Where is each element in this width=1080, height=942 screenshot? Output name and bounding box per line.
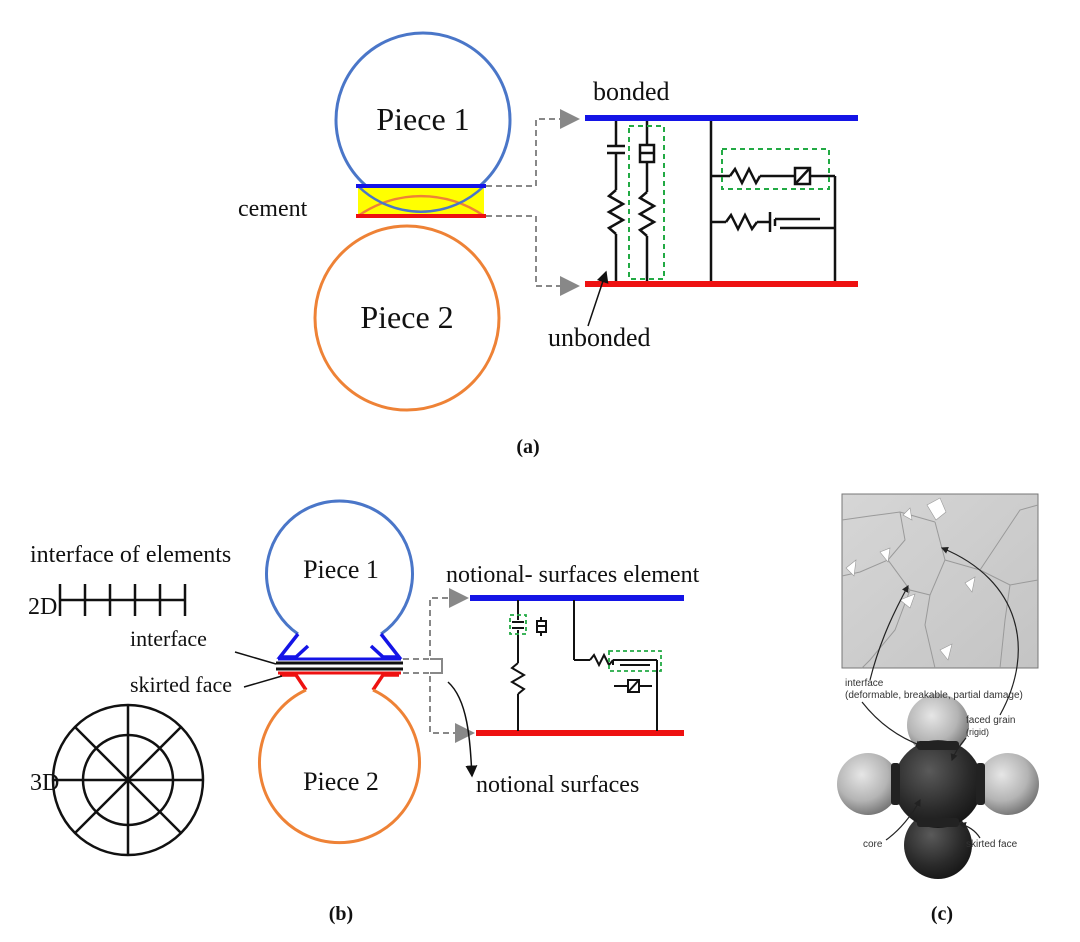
notional-surfaces-pointer <box>447 681 478 778</box>
skirted-face-label-b: skirted face <box>130 672 232 697</box>
unbonded-pointer <box>587 270 609 327</box>
piece1-label-b: Piece 1 <box>303 555 379 584</box>
bonded-label: bonded <box>593 77 670 106</box>
piece1-label-a: Piece 1 <box>376 101 469 137</box>
faced-grain-label: faced grain <box>966 715 1015 726</box>
core-label: core <box>863 839 883 850</box>
dashed-box-b1 <box>509 614 527 635</box>
caption-a: (a) <box>516 436 539 458</box>
interface-of-elements-label: interface of elements <box>30 542 231 568</box>
skirted-face-pointer <box>243 675 283 688</box>
cement-label: cement <box>238 196 308 222</box>
grain-left <box>837 753 899 815</box>
notional-surfaces-element-label: notional- surfaces element <box>446 562 700 588</box>
piece1-skirt-b <box>276 632 310 659</box>
skirt-bottom <box>917 818 959 827</box>
panel-c: interface (deformable, breakable, partia… <box>837 493 1039 925</box>
faced-grain-core <box>894 740 982 828</box>
interface-title-c: interface <box>845 678 884 689</box>
notional-arrow-bottom <box>403 672 475 743</box>
piece2-shape-b <box>258 688 421 845</box>
grain-right <box>977 753 1039 815</box>
caption-b: (b) <box>329 903 353 925</box>
skirt-left <box>891 763 900 805</box>
skirt-right <box>976 763 985 805</box>
notional-arrow-top <box>403 588 469 660</box>
rigid-label: (rigid) <box>966 727 989 737</box>
interface-detail-c: (deformable, breakable, partial damage) <box>845 690 1023 701</box>
bonded-arrow <box>486 109 580 187</box>
element-3d-diagram <box>51 703 205 857</box>
piece2-skirt-b <box>280 673 308 691</box>
interface-label: interface <box>130 626 207 651</box>
grain-bottom <box>904 811 972 879</box>
panel-a: Piece 1 Piece 2 cement bonded unbonded <box>238 31 858 458</box>
notional-surfaces-label: notional surfaces <box>476 772 639 798</box>
caption-c: (c) <box>931 903 953 925</box>
dashed-box-a2 <box>721 148 830 190</box>
grain-top <box>907 694 969 756</box>
damage-patches <box>845 497 976 661</box>
faced-grain-pointer <box>940 546 1019 716</box>
piece2-label-b: Piece 2 <box>303 767 379 796</box>
rheology-network-a <box>606 121 837 281</box>
unbonded-label: unbonded <box>548 323 651 352</box>
element-2d-diagram <box>58 584 187 616</box>
label-2d: 2D <box>28 594 57 620</box>
interface-mesh-photo <box>841 493 1039 669</box>
skirt-top <box>917 741 959 750</box>
piece1-shape-b <box>265 499 414 636</box>
skirted-face-label-c: skirted face <box>966 839 1018 850</box>
interface-pointer <box>234 651 277 665</box>
dashed-box-b2 <box>608 650 662 672</box>
dashed-box-a1 <box>628 125 665 280</box>
piece2-circle <box>313 224 501 412</box>
rheology-network-b <box>510 600 658 731</box>
piece2-label-a: Piece 2 <box>360 299 453 335</box>
panel-b: interface of elements 2D 3D <box>28 499 700 925</box>
unbonded-arrow <box>486 215 580 296</box>
